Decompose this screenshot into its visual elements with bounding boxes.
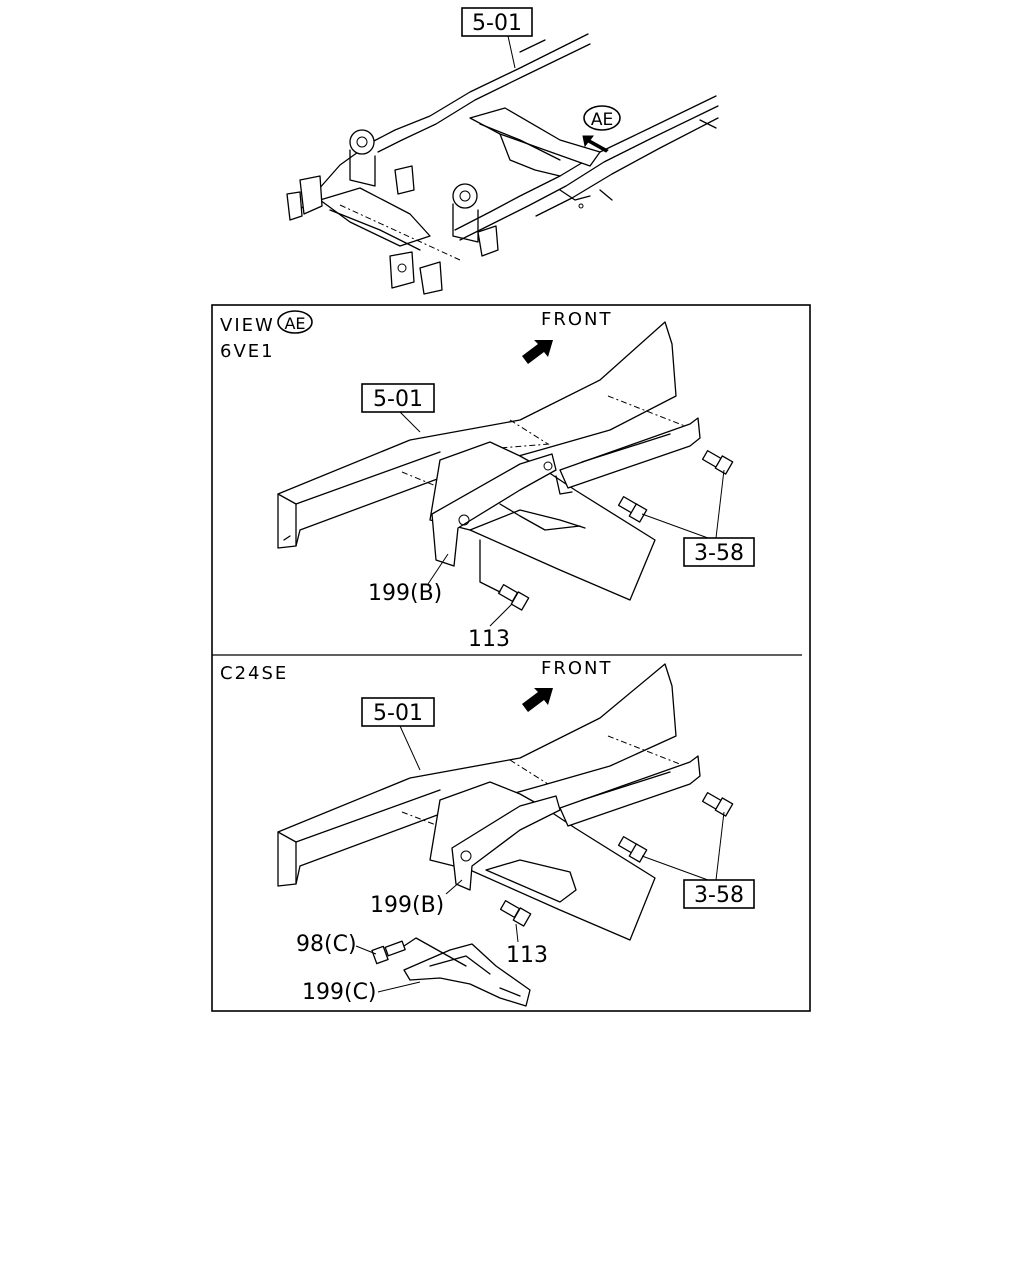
bolts-ref-box[interactable]: [683, 537, 755, 567]
bolt-upper-bottom: [701, 792, 734, 817]
frame-rail: [277, 321, 677, 549]
engine-label: 6VE1: [220, 341, 275, 362]
left-mount: [349, 129, 375, 155]
bracket-199b: [431, 453, 557, 567]
front-cross-member: [319, 187, 431, 247]
overview-ref-leader: [507, 35, 516, 69]
bolt-upper: [701, 450, 734, 475]
bolt-lower: [617, 496, 648, 523]
overview-view-arrow: [582, 135, 609, 153]
view-label: VIEW: [220, 315, 275, 336]
front-label-bottom: FRONT: [541, 658, 613, 679]
chassis-overview: 5-01: [286, 7, 719, 295]
bracket-label: 199(B): [368, 581, 442, 606]
detail-panel: [211, 304, 811, 1012]
bolt-113-bottom: [499, 900, 532, 927]
bolts-ref-label: 3-58: [694, 541, 744, 566]
panel-c24se: C24SE FRONT 5-01: [220, 658, 755, 1007]
bracket-199c-label: 199(C): [302, 980, 377, 1005]
bolt-label-bottom: 113: [506, 943, 548, 968]
engine-label-bottom: C24SE: [220, 663, 288, 684]
right-mount: [452, 183, 478, 209]
bracket-label-bottom: 199(B): [370, 893, 444, 918]
frame-rail-bottom: [277, 663, 677, 887]
bolt-lower-bottom: [617, 836, 648, 863]
view-marker: [277, 310, 313, 334]
frame-ref-box-bottom[interactable]: [361, 697, 435, 727]
overview-view-marker-label: AE: [591, 110, 613, 130]
bolt-98c: [371, 940, 406, 965]
bolt-label: 113: [468, 627, 510, 652]
view-marker-label: AE: [284, 314, 305, 333]
panel-6ve1: VIEW AE 6VE1 FRONT 5-01: [220, 309, 755, 652]
frame-ref-box[interactable]: [361, 383, 435, 413]
bolts-ref-box-bottom[interactable]: [683, 879, 755, 909]
bolts-ref-label-bottom: 3-58: [694, 883, 744, 908]
frame-ref-label: 5-01: [373, 387, 423, 412]
overview-view-marker[interactable]: [583, 105, 621, 131]
bracket-199b-bottom: [451, 795, 561, 891]
bolt-113: [497, 584, 530, 611]
bracket-199c: [403, 943, 531, 1007]
overview-ref-label: 5-01: [472, 11, 522, 36]
front-arrow-icon: [522, 340, 553, 364]
front-label: FRONT: [541, 309, 613, 330]
frame-ref-label-bottom: 5-01: [373, 701, 423, 726]
cross-member: [469, 107, 601, 167]
bolt-98c-label: 98(C): [296, 932, 357, 957]
overview-ref-box[interactable]: [461, 7, 533, 37]
left-rail-top: [371, 33, 589, 143]
front-arrow-icon-bottom: [522, 688, 553, 712]
